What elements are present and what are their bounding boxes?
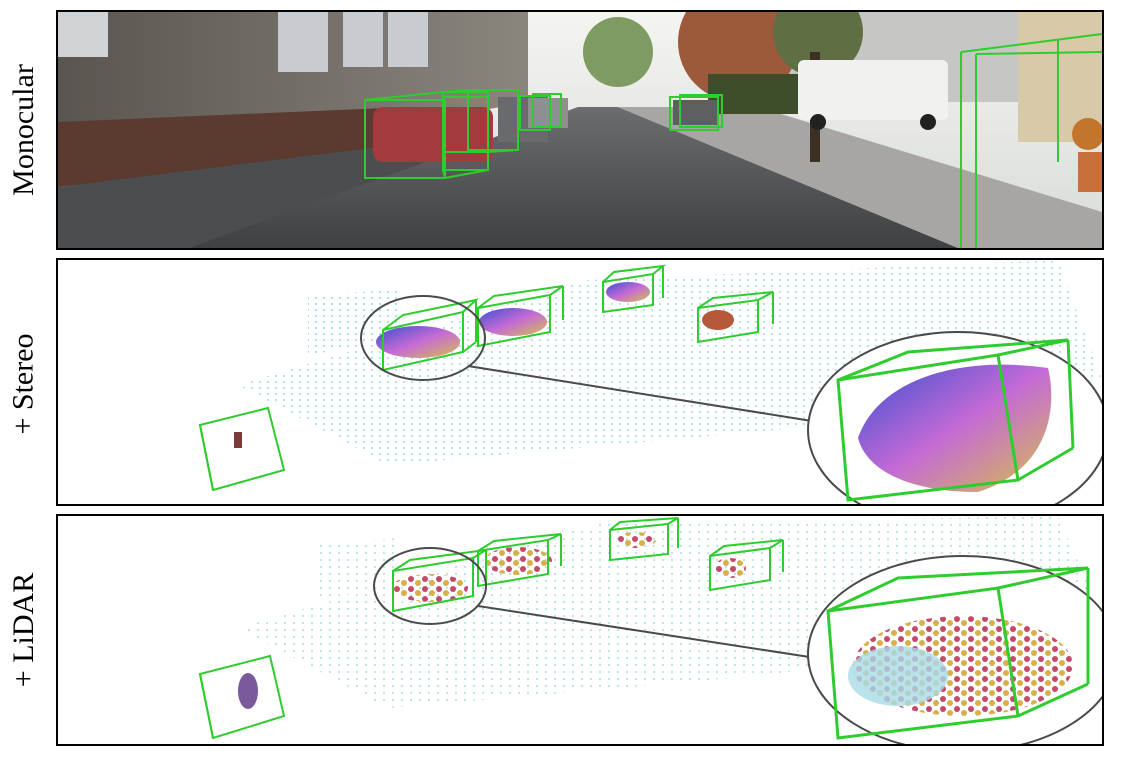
zoom-circle-small bbox=[360, 295, 486, 381]
lidar-car-3 bbox=[616, 532, 656, 548]
stereo-panel bbox=[56, 258, 1104, 506]
mono-box-car-2 bbox=[442, 89, 519, 153]
ground-points bbox=[238, 260, 1102, 465]
stereo-car-1 bbox=[376, 326, 460, 358]
stereo-car-4 bbox=[702, 310, 734, 330]
monocular-panel bbox=[56, 10, 1104, 250]
row-label-lidar: + LiDAR bbox=[7, 572, 41, 688]
lidar-box-2 bbox=[477, 538, 549, 588]
stereo-point-cloud bbox=[198, 260, 1102, 504]
van bbox=[798, 60, 948, 120]
mono-box-cyclist bbox=[960, 33, 1102, 248]
stereo-box-5 bbox=[198, 406, 286, 492]
zoom-car-surface bbox=[858, 364, 1052, 492]
lidar-box-1 bbox=[392, 556, 474, 613]
lidar-car-1 bbox=[392, 574, 468, 602]
road bbox=[188, 107, 958, 248]
lidar-point-cloud bbox=[198, 516, 1102, 744]
lidar-box-4 bbox=[709, 546, 771, 592]
zoom-box bbox=[826, 566, 1090, 740]
row-label-stereo: + Stereo bbox=[7, 333, 40, 435]
row-label-monocular: Monocular bbox=[7, 64, 41, 196]
mono-box-car-4 bbox=[669, 94, 723, 131]
red-car bbox=[373, 107, 493, 162]
stereo-box-2 bbox=[477, 293, 551, 348]
stereo-box-3 bbox=[602, 272, 654, 314]
leader-line bbox=[477, 605, 817, 659]
zoom-circle-small bbox=[373, 547, 487, 625]
stereo-car-3 bbox=[606, 282, 650, 302]
ground-points bbox=[238, 516, 1102, 708]
lidar-panel bbox=[56, 514, 1104, 746]
zoom-box bbox=[836, 338, 1075, 502]
mono-box-car-3 bbox=[519, 93, 562, 131]
stereo-car-2 bbox=[479, 308, 547, 336]
lidar-car-2 bbox=[484, 547, 552, 575]
stereo-box-4 bbox=[697, 298, 759, 344]
lidar-box-3 bbox=[609, 522, 669, 562]
leader-line bbox=[467, 365, 819, 423]
street-scene bbox=[58, 12, 1102, 248]
lidar-car-4 bbox=[714, 558, 746, 578]
